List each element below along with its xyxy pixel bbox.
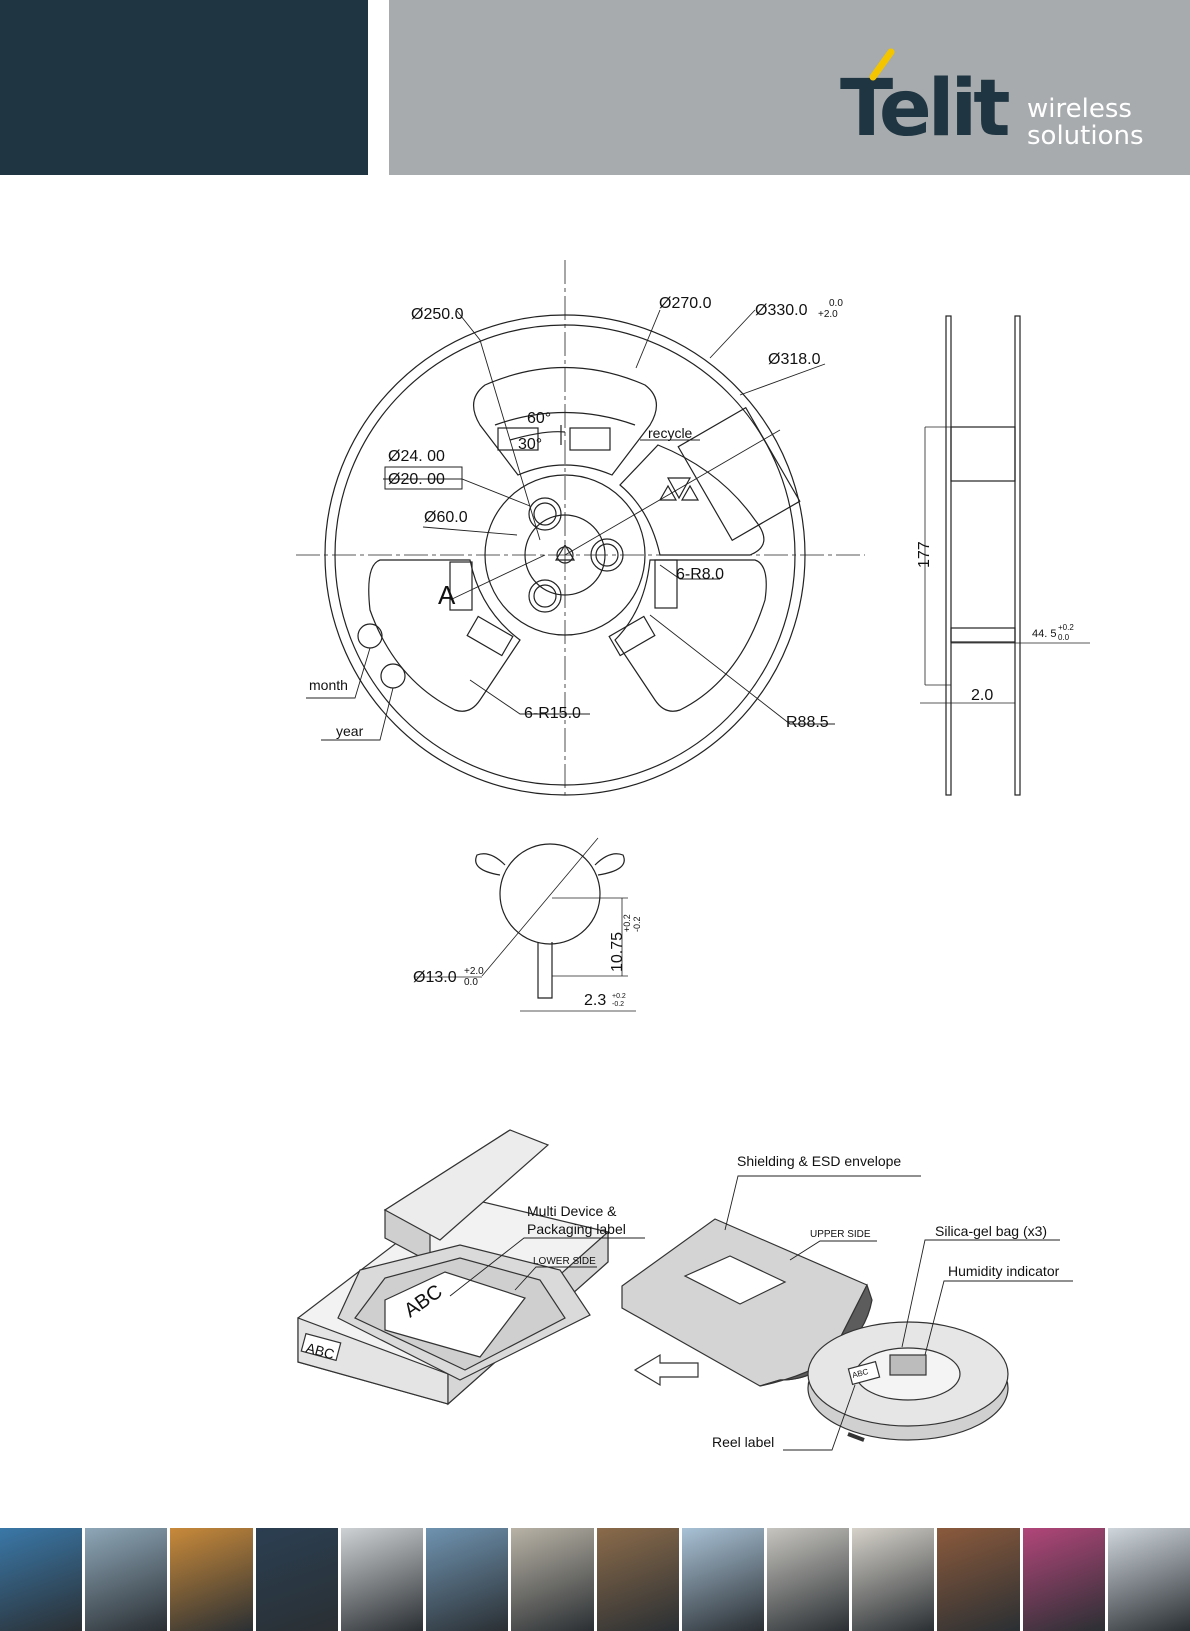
- angle-60: 60°: [527, 410, 551, 427]
- footer-photo-tile: [85, 1528, 168, 1631]
- dim-d330: Ø330.0: [755, 302, 808, 319]
- telit-logo: Telit: [840, 64, 1011, 154]
- view-a-label: A: [438, 580, 456, 610]
- multi-device-label-line1: Multi Device &: [527, 1203, 617, 1219]
- footer-photo-tile: [852, 1528, 935, 1631]
- abc-reel-label: ABC: [851, 1367, 869, 1380]
- dim-h1075-tol-up: +0.2: [622, 914, 632, 932]
- footer-photo-tile: [0, 1528, 83, 1631]
- dim-d330-tol-dn: +2.0: [818, 309, 838, 320]
- dim-d60: Ø60.0: [424, 509, 468, 526]
- footer-photo-strip: [0, 1528, 1190, 1631]
- abc-side-label: ABC: [304, 1339, 336, 1362]
- footer-photo-tile: [170, 1528, 253, 1631]
- dim-d24: Ø24. 00: [388, 448, 445, 465]
- dim-r8: 6-R8.0: [676, 566, 724, 583]
- reel-label-label: Reel label: [712, 1434, 774, 1450]
- logo-accent-icon: [869, 48, 895, 81]
- footer-photo-tile: [937, 1528, 1020, 1631]
- dim-d13: Ø13.0: [413, 969, 457, 986]
- dim-w23-tol-up: +0.2: [612, 993, 626, 1000]
- dim-d250: Ø250.0: [411, 306, 464, 323]
- dim-r15: 6-R15.0: [524, 705, 581, 722]
- month-label: month: [309, 677, 348, 693]
- dim-d13-tol-up: +2.0: [464, 966, 484, 977]
- dim-d330-tol-up: 0.0: [829, 298, 843, 309]
- silica-gel-label: Silica-gel bag (x3): [935, 1223, 1047, 1239]
- dim-h1075: 10.75: [609, 932, 626, 972]
- dim-t2: 2.0: [971, 687, 993, 704]
- multi-device-label-line2: Packaging label: [527, 1221, 626, 1237]
- dim-d13-tol-dn: 0.0: [464, 977, 478, 988]
- dim-h177: 177: [916, 541, 933, 568]
- dim-w23-tol-dn: -0.2: [612, 1001, 624, 1008]
- upper-side-label: UPPER SIDE: [810, 1229, 871, 1240]
- footer-photo-tile: [1022, 1528, 1105, 1631]
- shield-envelope-label: Shielding & ESD envelope: [737, 1153, 901, 1169]
- reel-side-view: [920, 315, 1090, 796]
- lower-side-label: LOWER SIDE: [533, 1256, 596, 1267]
- dim-w44-tol-dn: 0.0: [1058, 633, 1070, 642]
- dim-d20: Ø20. 00: [388, 471, 445, 488]
- dim-d270: Ø270.0: [659, 295, 712, 312]
- recycle-label: recycle: [648, 425, 693, 441]
- dim-h1075-tol-dn: -0.2: [632, 916, 642, 932]
- packaging-leaders: [449, 1175, 1073, 1451]
- dim-w44: 44. 5: [1032, 628, 1056, 640]
- footer-photo-tile: [340, 1528, 424, 1631]
- footer-photo-tile: [1107, 1528, 1190, 1631]
- packaging-illustration: [297, 1129, 1009, 1442]
- year-label: year: [336, 723, 364, 739]
- hub-detail: [414, 837, 636, 1012]
- logo-tagline: wireless solutions: [1027, 94, 1144, 152]
- footer-photo-tile: [596, 1528, 679, 1631]
- footer-photo-tile: [255, 1528, 338, 1631]
- footer-photo-tile: [766, 1528, 850, 1631]
- angle-30: 30°: [518, 436, 542, 453]
- dim-d318: Ø318.0: [768, 351, 821, 368]
- reel-front-view: [296, 260, 865, 796]
- footer-photo-tile: [511, 1528, 594, 1631]
- technical-drawing: Ø250.0 Ø270.0 Ø330.0 0.0 +2.0 Ø318.0 60°…: [296, 48, 1090, 1451]
- d20-box: [384, 466, 463, 490]
- header-gray-panel: [389, 0, 1190, 175]
- footer-photo-tile: [681, 1528, 764, 1631]
- humidity-indicator-label: Humidity indicator: [948, 1263, 1060, 1279]
- dim-w44-tol-up: +0.2: [1058, 623, 1074, 632]
- dim-r88: R88.5: [786, 714, 829, 731]
- dim-w23: 2.3: [584, 992, 606, 1009]
- footer-photo-tile: [426, 1528, 509, 1631]
- header-dark-panel: [0, 0, 368, 175]
